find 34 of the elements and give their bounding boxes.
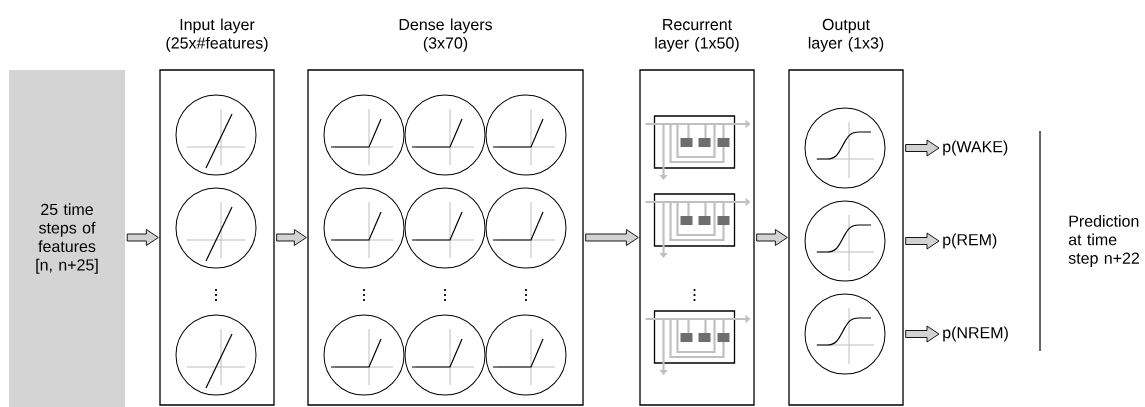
output-label: p(REM) bbox=[943, 233, 997, 249]
layer-heading: Input layer (25x#features) bbox=[166, 18, 268, 52]
layer-heading: Dense layers (3x70) bbox=[399, 18, 493, 52]
layer-heading: Output layer (1x3) bbox=[808, 18, 884, 52]
neuron-drawing bbox=[175, 314, 257, 396]
block-arrow bbox=[756, 229, 788, 246]
neuron-drawing bbox=[404, 94, 486, 176]
block-arrow bbox=[905, 139, 940, 157]
input-box: 25 time steps of features [n, n+25] bbox=[9, 70, 125, 407]
neuron-drawing bbox=[404, 314, 486, 396]
neuron-drawing bbox=[175, 187, 257, 269]
neuron-drawing bbox=[485, 94, 567, 176]
neuron-drawing bbox=[804, 293, 886, 375]
recurrent-cell-drawing bbox=[645, 193, 751, 258]
block-arrow bbox=[585, 229, 639, 246]
neuron-drawing bbox=[804, 200, 886, 282]
block-arrow bbox=[905, 325, 940, 343]
recurrent-cell-drawing bbox=[645, 115, 751, 180]
neuron-drawing bbox=[485, 187, 567, 269]
neuron-drawing bbox=[323, 187, 405, 269]
neuron-drawing bbox=[404, 187, 486, 269]
block-arrow bbox=[126, 229, 159, 246]
neuron-drawing bbox=[804, 107, 886, 189]
neuron-drawing bbox=[323, 314, 405, 396]
layer-heading: Recurrent layer (1x50) bbox=[655, 18, 739, 52]
neuron-drawing bbox=[175, 94, 257, 176]
prediction-label: Prediction at time step n+22 bbox=[1068, 215, 1139, 267]
block-arrow bbox=[276, 229, 307, 246]
recurrent-cell-drawing bbox=[645, 310, 751, 375]
neuron-drawing bbox=[485, 314, 567, 396]
block-arrow bbox=[905, 232, 940, 250]
output-label: p(WAKE) bbox=[943, 140, 1008, 156]
neuron-drawing bbox=[323, 94, 405, 176]
output-label: p(NREM) bbox=[943, 326, 1008, 342]
